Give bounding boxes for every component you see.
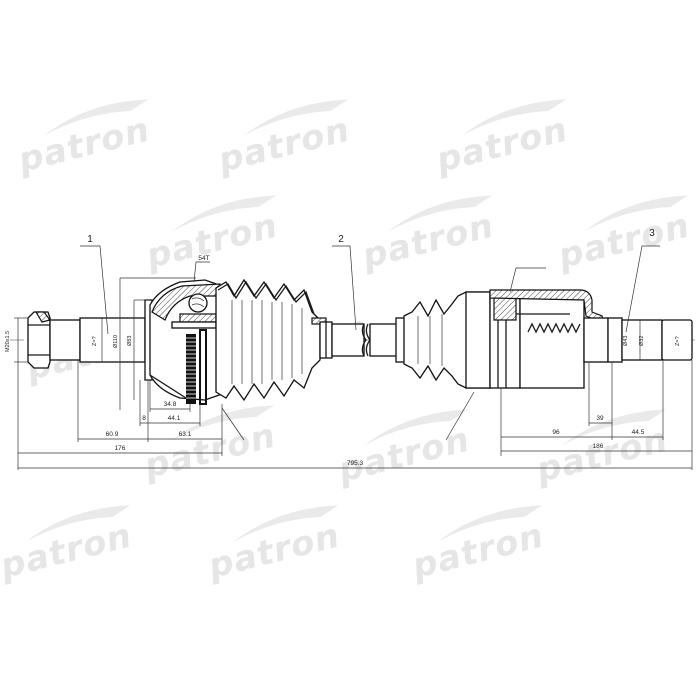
watermark-text: patron bbox=[554, 206, 695, 277]
inner-tripod-joint bbox=[489, 289, 609, 389]
diameter-label-43: Ø43 bbox=[623, 336, 629, 346]
watermark-text: patron bbox=[408, 516, 549, 587]
dim-8: 8 bbox=[142, 415, 146, 422]
spline-label-left: Z=? bbox=[92, 336, 98, 346]
dim-39: 39 bbox=[596, 415, 604, 422]
callout-3: 3 bbox=[625, 228, 660, 333]
inner-boot bbox=[403, 291, 491, 389]
callout-1: 1 bbox=[80, 234, 109, 335]
intermediate-shaft bbox=[331, 317, 409, 363]
watermark-text: patron bbox=[432, 110, 573, 181]
watermark-text: patron bbox=[14, 110, 155, 181]
callout-2-label: 2 bbox=[338, 234, 344, 245]
watermark-text: patron bbox=[0, 516, 136, 587]
watermark-text: patron bbox=[204, 516, 345, 587]
callout-3-label: 3 bbox=[649, 228, 655, 239]
inner-joint-stub bbox=[607, 317, 693, 363]
dim-34-8: 34.8 bbox=[164, 401, 177, 408]
diameter-labels: M20x1.5 Z=? Ø110 Ø83 Ø43 Ø32 Z=? bbox=[5, 277, 681, 470]
callout-1-label: 1 bbox=[87, 234, 93, 245]
dimensions-left: 34.8 8 44.1 60.9 63.1 176 bbox=[18, 360, 223, 456]
outer-boot bbox=[215, 278, 333, 402]
dimension-overall: 795.3 bbox=[18, 460, 692, 469]
dim-44-1: 44.1 bbox=[168, 415, 181, 422]
diameter-label-110: Ø110 bbox=[113, 335, 119, 348]
dim-44-5: 44.5 bbox=[632, 429, 645, 436]
leader-lines bbox=[221, 391, 475, 441]
callout-inner-clamp bbox=[509, 267, 546, 293]
dim-overall-length: 795.3 bbox=[347, 460, 364, 467]
watermark-text: patron bbox=[214, 110, 355, 181]
thread-label: M20x1.5 bbox=[5, 331, 11, 352]
dimensions-right: 39 96 44.5 186 bbox=[500, 360, 693, 470]
dim-60-9: 60.9 bbox=[106, 431, 119, 438]
watermark-text: patron bbox=[358, 206, 499, 277]
spline-label-right: Z=? bbox=[675, 336, 681, 346]
watermark-text: patron bbox=[334, 420, 475, 491]
outer-cv-joint bbox=[149, 279, 223, 405]
abs-teeth-label: 54T bbox=[198, 255, 209, 262]
callout-abs-ring: 54T bbox=[193, 255, 210, 283]
dim-63-1: 63.1 bbox=[179, 431, 192, 438]
diameter-label-32: Ø32 bbox=[639, 336, 645, 346]
dim-186: 186 bbox=[593, 443, 604, 450]
dim-96: 96 bbox=[552, 429, 560, 436]
diameter-label-83: Ø83 bbox=[127, 336, 133, 346]
watermark-text: patron bbox=[140, 416, 281, 487]
dim-176: 176 bbox=[115, 445, 126, 452]
callout-2: 2 bbox=[332, 234, 357, 331]
watermark-text: patron bbox=[142, 206, 283, 277]
